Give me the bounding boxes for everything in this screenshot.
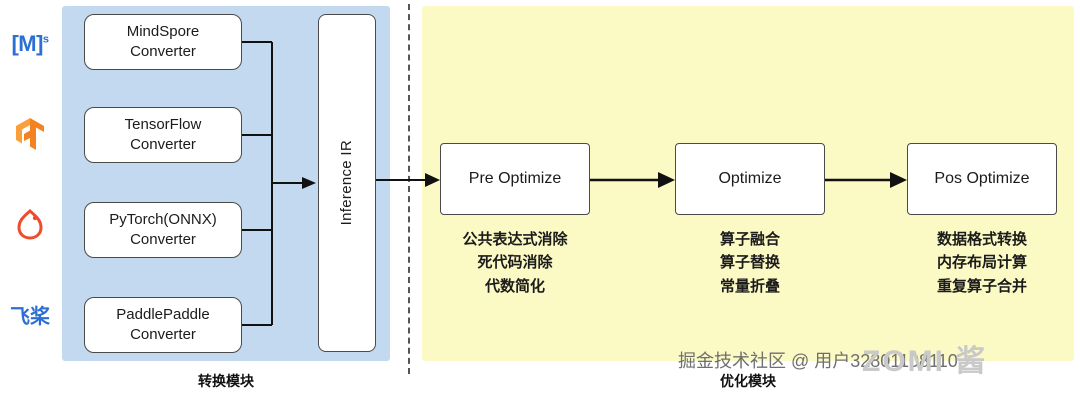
stage-detail-line: 数据格式转换 <box>936 231 1027 248</box>
stage-detail-line: 代数简化 <box>484 277 545 295</box>
stage-details-pos-optimize: 数据格式转换 内存布局计算 重复算子合并 <box>887 228 1077 298</box>
stage-detail-line: 死代码消除 <box>477 254 553 272</box>
stage-details-pre-optimize: 公共表达式消除 死代码消除 代数简化 <box>420 228 610 298</box>
stage-detail-line: 算子融合 <box>719 231 780 248</box>
tensorflow-logo <box>0 108 60 160</box>
section-label-optimize: 优化模块 <box>720 373 776 389</box>
tensorflow-logo-mark <box>16 118 44 150</box>
converter-label-line2: Converter <box>130 43 196 60</box>
mindspore-logo: [M]s <box>0 18 60 70</box>
stage-detail-line: 重复算子合并 <box>936 277 1027 295</box>
stage-detail-line: 内存布局计算 <box>936 254 1027 272</box>
paddlepaddle-logo: 飞桨 <box>0 288 60 340</box>
pytorch-logo-mark <box>17 209 43 240</box>
pytorch-logo <box>0 198 60 250</box>
stage-box-pos-optimize[interactable]: Pos Optimize <box>907 143 1057 215</box>
converter-label-line2: Converter <box>130 231 196 248</box>
stage-details-optimize: 算子融合 算子替换 常量折叠 <box>655 228 845 298</box>
stage-detail-line: 常量折叠 <box>719 277 780 295</box>
converter-label-line1: TensorFlow <box>124 115 202 133</box>
stage-title: Optimize <box>718 170 782 188</box>
inference-ir-label: Inference IR <box>337 140 355 226</box>
watermark-brand: ZOMI 酱 <box>862 345 988 378</box>
converter-label-line2: Converter <box>130 136 196 153</box>
paddlepaddle-logo-mark: 飞桨 <box>10 303 50 328</box>
section-divider <box>408 4 410 374</box>
section-label-convert: 转换模块 <box>198 373 254 389</box>
stage-title: Pre Optimize <box>468 170 562 188</box>
watermark-text: 掘金技术社区 @ 用户32801108110 <box>678 351 958 371</box>
stage-box-pre-optimize[interactable]: Pre Optimize <box>440 143 590 215</box>
mindspore-logo-mark: [M]s <box>11 31 49 56</box>
converter-box-paddlepaddle[interactable]: PaddlePaddle Converter <box>84 297 242 353</box>
converter-box-pytorch-onnx[interactable]: PyTorch(ONNX) Converter <box>84 202 242 258</box>
converter-label-line2: Converter <box>130 326 196 343</box>
converter-box-mindspore[interactable]: MindSpore Converter <box>84 14 242 70</box>
converter-label-line1: MindSpore <box>126 22 200 40</box>
converter-box-tensorflow[interactable]: TensorFlow Converter <box>84 107 242 163</box>
stage-box-optimize[interactable]: Optimize <box>675 143 825 215</box>
stage-detail-line: 算子替换 <box>719 254 780 272</box>
inference-ir-box[interactable]: Inference IR <box>318 14 376 352</box>
stage-detail-line: 公共表达式消除 <box>462 231 568 248</box>
converter-label-line1: PyTorch(ONNX) <box>109 210 217 228</box>
stage-title: Pos Optimize <box>934 170 1030 188</box>
converter-label-line1: PaddlePaddle <box>116 305 210 323</box>
